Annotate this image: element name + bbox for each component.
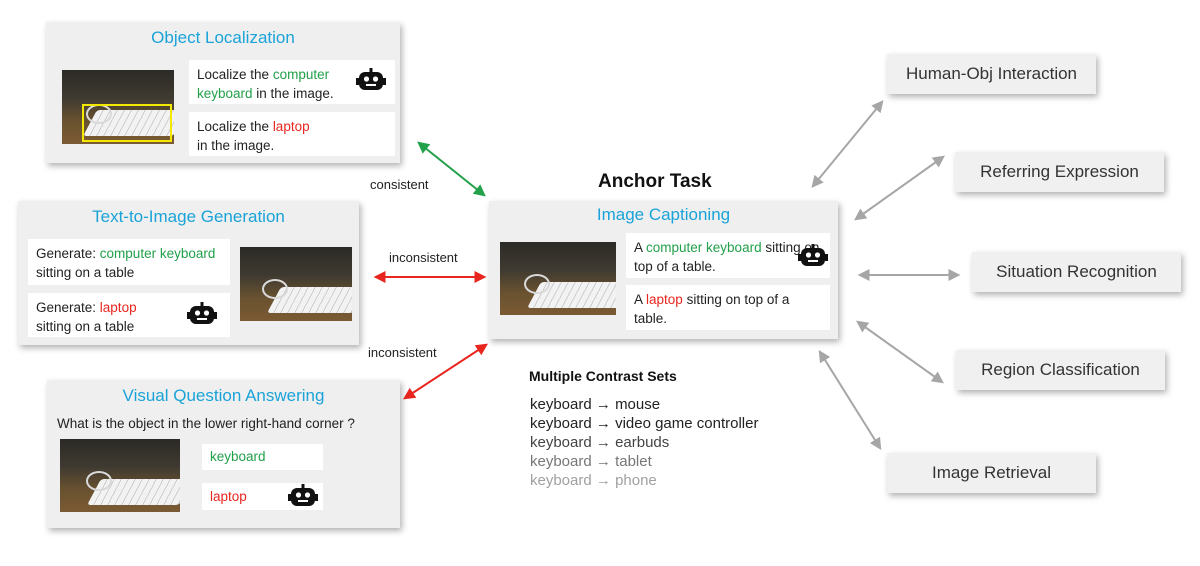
contrast-item: keyboard → video game controller	[530, 415, 758, 432]
arrow-region	[856, 320, 944, 384]
prompt-card-laptop: Localize the laptop in the image.	[189, 112, 395, 156]
caption-card-keyboard: A computer keyboard sitting on top of a …	[626, 233, 830, 278]
arrow-human-obj	[811, 100, 884, 188]
answer-text: keyboard	[210, 449, 266, 464]
edge-label-inconsistent: inconsistent	[368, 345, 437, 360]
contrast-item: keyboard → phone	[530, 472, 657, 489]
prompt-text: Localize the	[197, 119, 273, 134]
arrow-referring	[854, 155, 945, 221]
right-arrow-icon: →	[595, 396, 611, 413]
panel-title: Object Localization	[151, 28, 295, 47]
task-referring-expression: Referring Expression	[955, 152, 1164, 192]
contrast-from: keyboard	[530, 434, 592, 451]
panel-title: Image Captioning	[596, 205, 731, 224]
arrow-retrieval	[818, 349, 882, 451]
robot-icon	[187, 302, 217, 324]
vqa-panel: Visual Question Answering What is the ob…	[47, 380, 400, 528]
prompt-text: Generate:	[36, 300, 100, 315]
caption-text: sitting on top of a table.	[634, 292, 790, 326]
highlight-term: computer keyboard	[197, 67, 330, 101]
prompt-text: sitting on a table	[36, 319, 135, 334]
robot-icon	[288, 484, 318, 506]
right-arrow-icon: →	[595, 472, 611, 489]
text-to-image-panel: Text-to-Image Generation Generate: compu…	[18, 201, 359, 345]
task-situation-recognition: Situation Recognition	[972, 252, 1181, 292]
task-image-retrieval: Image Retrieval	[887, 453, 1096, 493]
contrast-item: keyboard → tablet	[530, 453, 652, 470]
contrast-item: keyboard → mouse	[530, 396, 660, 413]
edge-label-consistent: consistent	[370, 177, 429, 192]
contrast-from: keyboard	[530, 396, 592, 413]
prompt-text: sitting on a table	[36, 265, 135, 280]
panel-title: Visual Question Answering	[122, 386, 325, 405]
task-region-classification: Region Classification	[956, 350, 1165, 390]
arrow-localization-consistent	[417, 141, 486, 197]
prompt-card-keyboard: Generate: computer keyboard sitting on a…	[28, 239, 230, 285]
task-human-obj-interaction: Human-Obj Interaction	[887, 54, 1096, 94]
cable-shape	[524, 274, 550, 294]
generated-photo	[240, 247, 352, 321]
object-localization-panel: Object Localization Localize the compute…	[46, 22, 400, 163]
contrast-to: mouse	[615, 396, 661, 413]
right-arrow-icon: →	[595, 453, 611, 470]
caption-text: A	[634, 292, 647, 307]
prompt-text: Generate:	[36, 246, 100, 261]
cable-shape	[262, 279, 288, 299]
contrast-to: earbuds	[615, 434, 670, 451]
contrast-sets-title: Multiple Contrast Sets	[529, 368, 677, 384]
prompt-text: Localize the	[197, 67, 273, 82]
keyboard-photo	[62, 70, 174, 144]
contrast-to: phone	[615, 472, 657, 489]
robot-icon	[356, 68, 386, 90]
bounding-box	[82, 104, 172, 142]
contrast-from: keyboard	[530, 453, 592, 470]
contrast-from: keyboard	[530, 472, 592, 489]
contrast-item: keyboard → earbuds	[530, 434, 669, 451]
highlight-term: laptop	[272, 119, 310, 134]
highlight-term: laptop	[646, 292, 683, 307]
contrast-from: keyboard	[530, 415, 592, 432]
right-arrow-icon: →	[595, 434, 611, 451]
arrow-vqa-inconsistent	[402, 343, 489, 400]
image-captioning-panel: Image Captioning A computer keyboard sit…	[489, 201, 838, 339]
right-arrow-icon: →	[595, 415, 611, 432]
vqa-photo	[60, 439, 180, 512]
prompt-text: in the image.	[197, 138, 275, 153]
caption-photo	[500, 242, 616, 315]
caption-card-laptop: A laptop sitting on top of a table.	[626, 285, 830, 330]
contrast-to: tablet	[615, 453, 652, 470]
contrast-to: video game controller	[615, 415, 759, 432]
anchor-task-title: Anchor Task	[598, 171, 712, 192]
highlight-term: computer keyboard	[646, 240, 762, 255]
cable-shape	[86, 471, 112, 491]
edge-label-inconsistent: inconsistent	[389, 250, 458, 265]
answer-text: laptop	[210, 489, 247, 504]
answer-card-keyboard: keyboard	[202, 444, 323, 470]
highlight-term: laptop	[99, 300, 137, 315]
robot-icon	[798, 244, 828, 266]
caption-text: A	[634, 240, 647, 255]
panel-title: Text-to-Image Generation	[92, 207, 285, 226]
vqa-question: What is the object in the lower right-ha…	[57, 416, 355, 431]
prompt-text: in the image.	[252, 86, 334, 101]
highlight-term: computer keyboard	[99, 246, 216, 261]
